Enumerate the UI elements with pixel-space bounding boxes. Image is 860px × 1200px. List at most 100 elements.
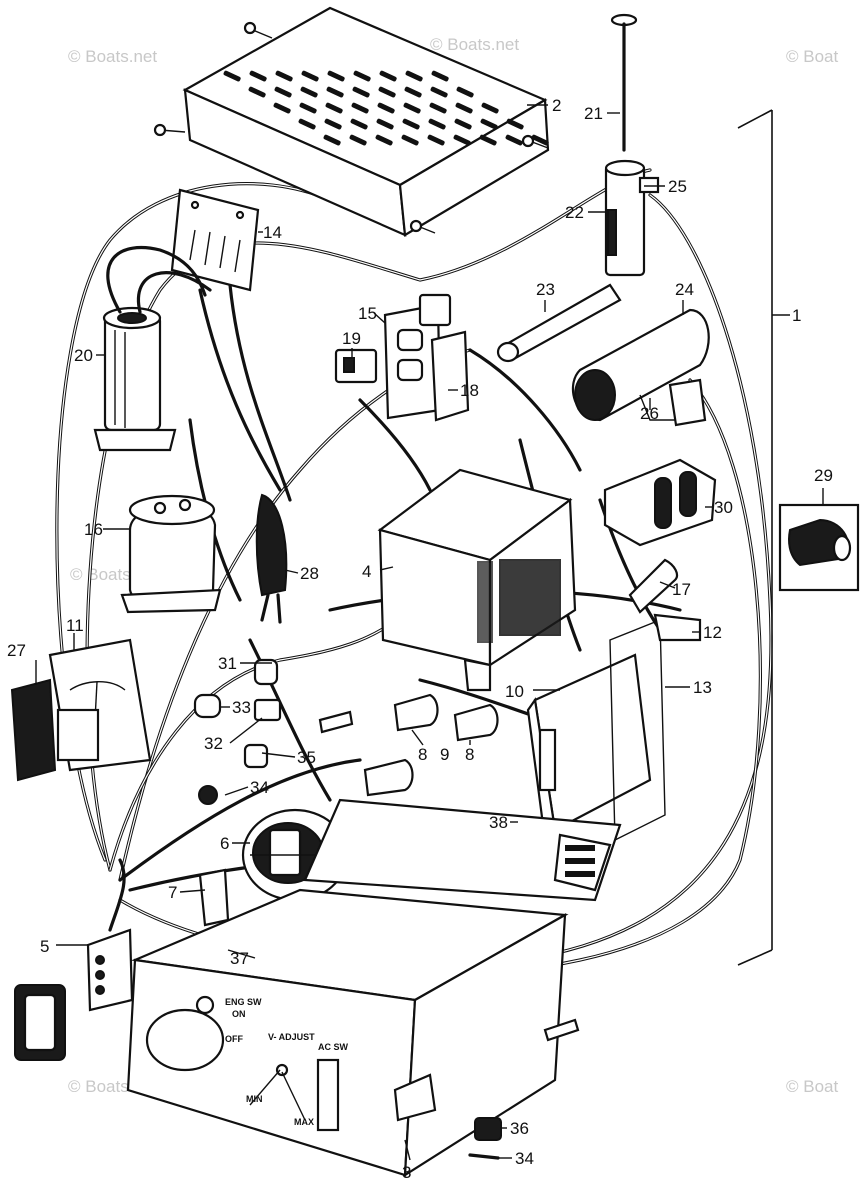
terminal-board [170,188,260,292]
cover-vent-slot [455,102,473,114]
callout-3: 3 [402,1163,411,1182]
harness-connector [255,493,288,624]
cover-vent-slot [427,134,445,146]
callout-11: 11 [66,616,84,635]
callout-34b: 34 [515,1149,534,1168]
callout-15: 15 [358,304,377,323]
cover-vent-slot [428,118,446,130]
cover-vent-slot [405,70,423,82]
cover-vent-slot [350,118,368,130]
callout-numbers: 1 2 3 4 5 6 7 8 8 9 10 11 12 13 14 15 16… [7,96,833,1182]
cover-vent-slot [379,70,397,82]
cover-vent-slot [376,118,394,130]
cover-vent-slot [479,134,497,146]
callout-30: 30 [714,498,733,517]
callout-2: 2 [552,96,561,115]
callout-19: 19 [342,329,361,348]
cover-vent-slot [352,86,370,98]
cover-vent-slot [273,102,291,114]
cover-vent-slot [353,70,371,82]
cover-vent-slot [349,134,367,146]
callout-7: 7 [168,883,177,902]
callout-9: 9 [440,745,449,764]
panel-label-v-adjust: V- ADJUST [268,1032,315,1042]
callout-20: 20 [74,346,93,365]
cover-vent-slot [481,102,499,114]
cover-vent-slot [378,86,396,98]
cover-vent-slot [299,102,317,114]
cover-vent-slot [325,102,343,114]
resistor-assembly [496,283,710,427]
callout-35: 35 [297,748,316,767]
cover-vent-slot [456,86,474,98]
callout-24: 24 [675,280,694,299]
callout-17: 17 [672,580,691,599]
watermark-bottom-right: © Boat [786,1077,838,1096]
cover-vent-slot [430,86,448,98]
cover-vent-slot [327,70,345,82]
callout-5: 5 [40,937,49,956]
callout-36: 36 [510,1119,529,1138]
fuse-holder-assembly [604,13,660,277]
cover-vent-slot [326,86,344,98]
callout-33: 33 [232,698,251,717]
callout-25: 25 [668,177,687,196]
leader-lines [35,104,824,1161]
cover-vent-slot [300,86,318,98]
cover-vent-slot [506,118,524,130]
callout-18: 18 [460,381,479,400]
callout-14: 14 [263,223,282,242]
front-panel-labels: ENG SW ON OFF V- ADJUST AC SW MIN MAX [225,997,349,1127]
callout-34a: 34 [250,778,269,797]
cover-vent-slot [454,118,472,130]
panel-label-max: MAX [294,1117,314,1127]
cover-vent-slot [249,70,267,82]
callout-8a: 8 [418,745,427,764]
cover-vent-slot [324,118,342,130]
cover-vent-slot [401,134,419,146]
callout-13: 13 [693,678,712,697]
callout-1: 1 [792,306,801,325]
cover-vent-slot [375,134,393,146]
cover-vent-slot [505,134,523,146]
cover-vent-slot [453,134,471,146]
callout-23: 23 [536,280,555,299]
group-bracket [737,109,773,966]
callout-4: 4 [362,562,371,581]
cover-vent-slot [323,134,341,146]
callout-22: 22 [565,203,584,222]
connector-block [14,858,134,1061]
callout-10: 10 [505,682,524,701]
callout-37: 37 [230,949,249,968]
panel-label-eng-sw: ENG SW [225,997,262,1007]
cover-vent-slot [402,118,420,130]
cover-vent-slot [377,102,395,114]
callout-12: 12 [703,623,722,642]
cover-vent-slot [480,118,498,130]
cover-vent-slot [404,86,422,98]
watermark-top-right: © Boat [786,47,838,66]
watermark-top-left: © Boats.net [68,47,157,66]
cover-vent-slot [274,86,292,98]
bottom-hardware [468,1018,580,1160]
small-components [193,658,499,805]
panel-label-off: OFF [225,1034,243,1044]
callout-31: 31 [218,654,237,673]
switch-plate-assembly [334,293,470,422]
cover-vent-slot [429,102,447,114]
circuit-breaker-panel [526,613,702,843]
callout-27: 27 [7,641,26,660]
watermark-top-center: © Boats.net [430,35,519,54]
chassis-base: ENG SW ON OFF V- ADJUST AC SW MIN MAX [126,798,622,1178]
meter-assembly [10,638,152,782]
capacitor-small [120,494,222,614]
callout-38: 38 [489,813,508,832]
cover-vent-slot [275,70,293,82]
callout-6: 6 [220,834,229,853]
callout-28: 28 [300,564,319,583]
callout-32: 32 [204,734,223,753]
cover-vent-slot [298,118,316,130]
callout-21: 21 [584,104,603,123]
callout-16: 16 [84,520,103,539]
